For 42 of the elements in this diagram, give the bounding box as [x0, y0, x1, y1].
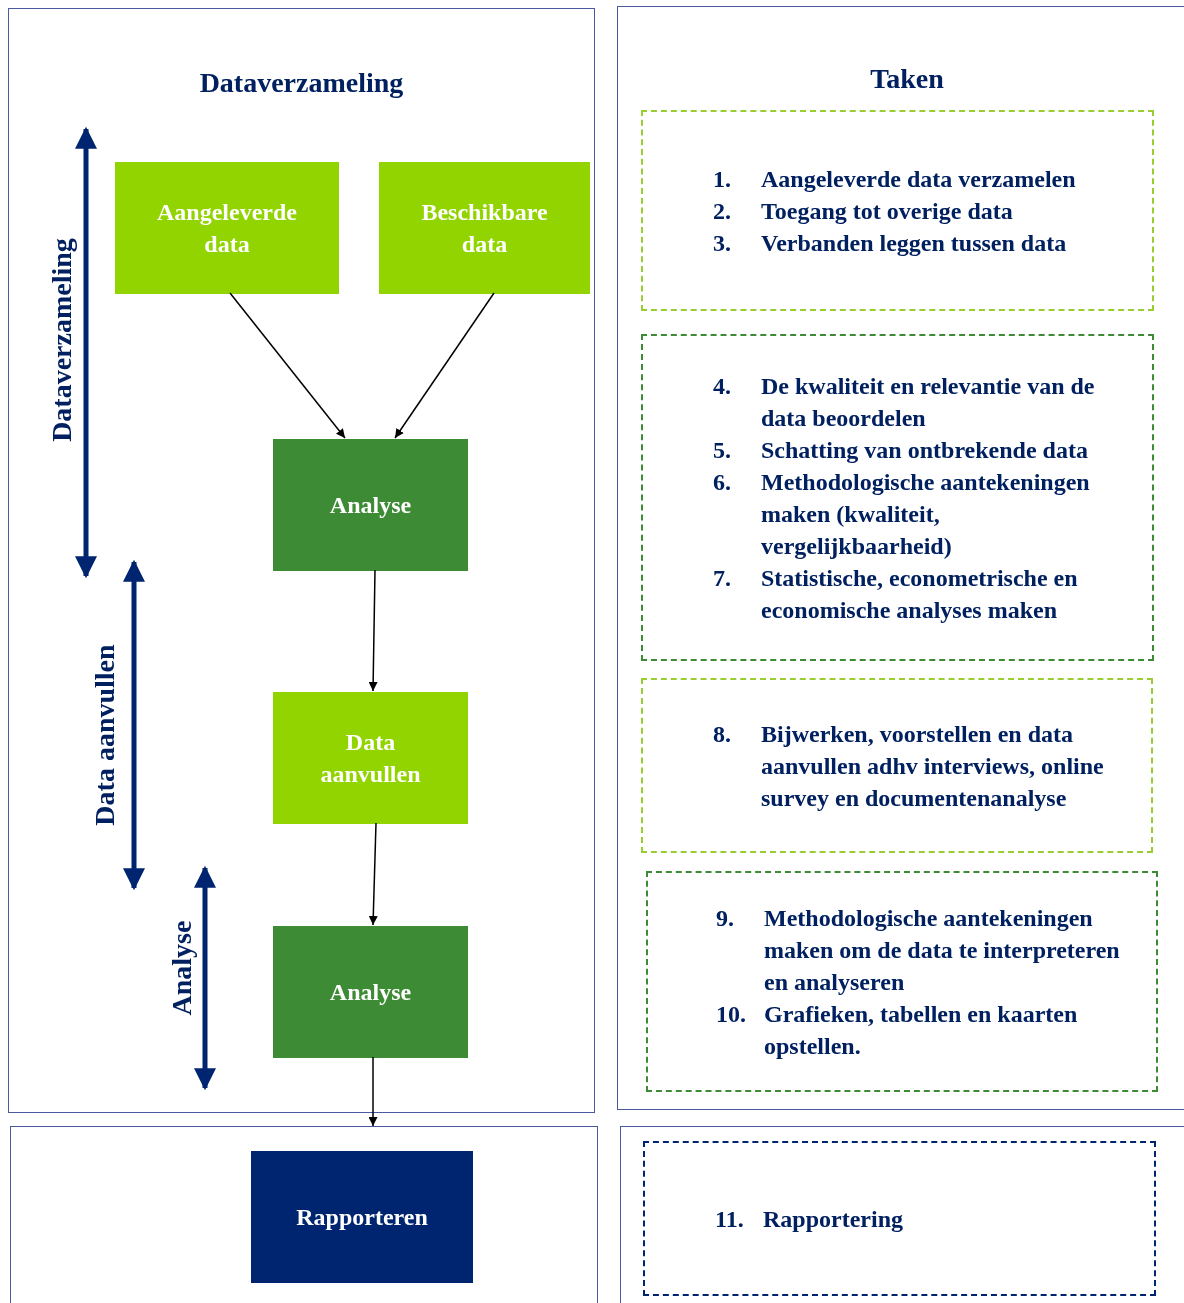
task-item: 10. Grafieken, tabellen en kaarten opstellen.: [716, 999, 1079, 1061]
task-item: 3. Verbanden leggen tussen data: [713, 228, 1068, 258]
task-item: 2. Toegang tot overige data: [713, 196, 1014, 226]
task-item: 11. Rapportering: [715, 1204, 904, 1234]
process-box: [273, 926, 468, 1058]
task-item: 1. Aangeleverde data verzamelen: [713, 164, 1077, 194]
box-label: Aangeleverde data: [156, 198, 298, 259]
range-label: Data aanvullen: [89, 644, 121, 826]
arrow: [229, 292, 346, 439]
process-box: [273, 439, 468, 571]
task-box: [646, 871, 1158, 1092]
arrow: [394, 292, 495, 439]
panel: [8, 8, 595, 1113]
panel-heading: Dataverzameling: [198, 67, 405, 99]
panel: [10, 1126, 598, 1303]
range-label: Dataverzameling: [46, 238, 78, 442]
process-box: [273, 692, 468, 824]
task-item: 9. Methodologische aantekeningen maken om de data te interpreteren en analyseren: [716, 903, 1121, 997]
range-label: Analyse: [166, 920, 198, 1016]
panel-heading: Taken: [869, 63, 945, 95]
box-label: Analyse: [329, 978, 412, 1007]
box-label: Beschikbare data: [420, 198, 549, 259]
task-item: 8. Bijwerken, voorstellen en data aanvullen adhv interviews, online survey en documentenanalyse: [713, 719, 1105, 813]
task-box: [641, 678, 1153, 853]
process-box: [379, 162, 590, 294]
box-label: Rapporteren: [296, 1203, 428, 1232]
box-label: Analyse: [329, 491, 412, 520]
arrow: [368, 822, 378, 926]
panel: [617, 6, 1184, 1110]
task-box: [641, 110, 1154, 311]
panel: [620, 1126, 1184, 1303]
box-label: Data aanvullen: [319, 728, 422, 789]
process-box: [115, 162, 339, 294]
task-box: [643, 1141, 1156, 1296]
task-item: 6. Methodologische aantekeningen maken (kwaliteit, vergelijkbaarheid): [713, 467, 1091, 561]
process-box: [251, 1151, 473, 1283]
task-box: [641, 334, 1154, 661]
task-item: 5. Schatting van ontbrekende data: [713, 435, 1089, 465]
arrow: [368, 569, 378, 692]
task-item: 4. De kwaliteit en relevantie van de data beoordelen: [713, 371, 1096, 433]
arrow: [368, 1056, 378, 1127]
task-item: 7. Statistische, econometrische en economische analyses maken: [713, 563, 1079, 625]
